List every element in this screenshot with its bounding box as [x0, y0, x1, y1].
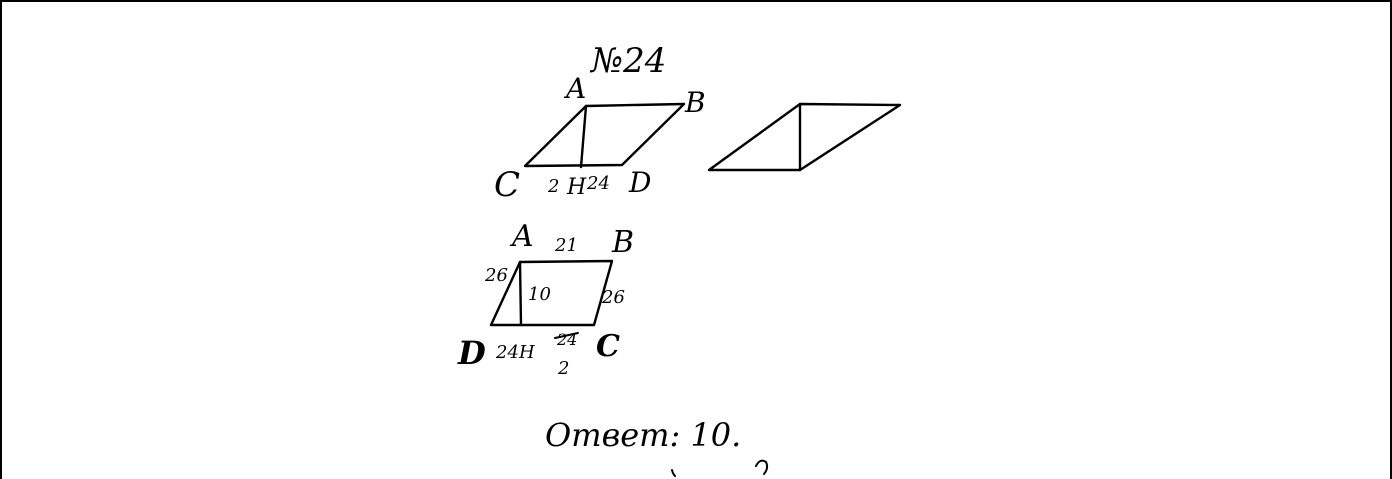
- cutoff-stroke-right: [755, 459, 769, 475]
- vertex-label-c: C: [596, 329, 620, 364]
- vertex-label-d: D: [457, 334, 486, 372]
- problem-number: №24: [589, 41, 666, 81]
- parallelogram-3-outline: [489, 259, 614, 327]
- vertex-label-b: B: [684, 86, 706, 119]
- segment-label-2: 2: [547, 176, 559, 197]
- parallelogram-1-outline: [523, 102, 686, 168]
- figure-1-parallelogram: A B C D 2 H 24: [494, 72, 706, 205]
- cutoff-stroke-left: [671, 469, 676, 477]
- foot-label-h: H: [566, 175, 587, 200]
- height-1-ah: [579, 104, 588, 169]
- strike-through-line: [554, 332, 579, 339]
- foot-label-h: H: [518, 342, 535, 363]
- height-label: 10: [528, 284, 551, 305]
- vertex-label-b: B: [611, 225, 634, 260]
- vertex-label-d: D: [628, 166, 651, 199]
- side-label-left: 26: [484, 265, 508, 286]
- side-label-top: 21: [554, 235, 578, 256]
- parallelogram-2-outline: [707, 102, 902, 172]
- figure-2-parallelogram: [707, 102, 902, 172]
- vertex-label-a: A: [563, 72, 586, 105]
- side-label-right: 26: [601, 287, 625, 308]
- corrected-segment-label: 2: [557, 358, 569, 379]
- height-3: [518, 260, 523, 327]
- segment-label-24: 24: [586, 173, 610, 194]
- figure-3-parallelogram: A B D C 21 26 26 10 24 H 24 2: [457, 219, 634, 379]
- vertex-label-c: C: [494, 165, 520, 205]
- vertex-label-a: A: [509, 219, 534, 254]
- segment-label-24: 24: [495, 342, 519, 363]
- answer-text: Ответ: 10.: [545, 416, 741, 454]
